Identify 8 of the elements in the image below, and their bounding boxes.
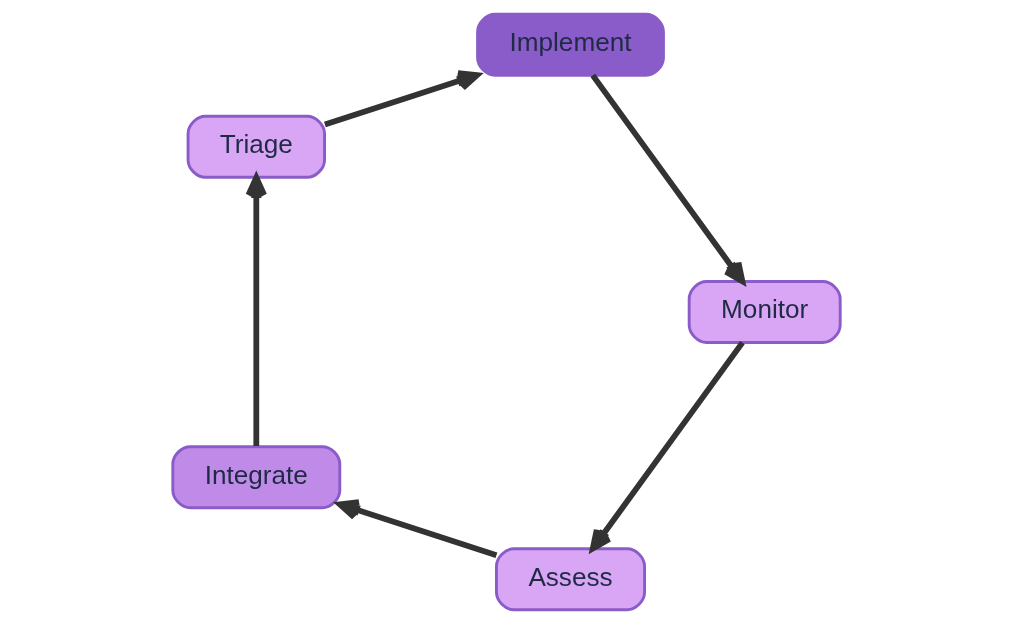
arrow [589,340,745,552]
arrow [589,73,745,285]
node-box: Implement [475,12,665,77]
node-box: Assess [494,547,646,612]
node-box: Monitor [687,280,842,344]
node-box: Integrate [170,445,341,510]
arrow [336,499,497,558]
node-box: Triage [186,114,326,179]
